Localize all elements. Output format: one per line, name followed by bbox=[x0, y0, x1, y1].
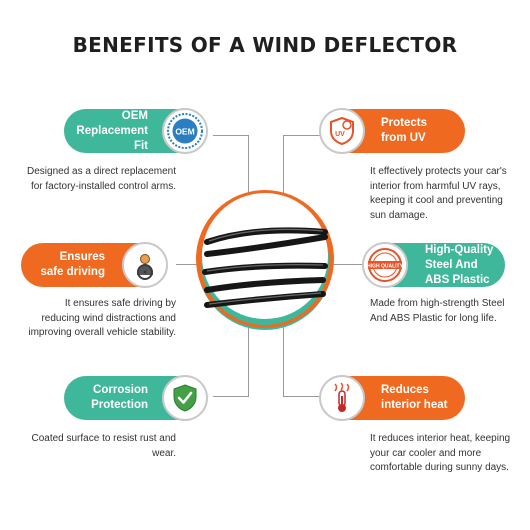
benefit-description: It reduces interior heat, keeping your c… bbox=[370, 433, 511, 473]
benefit-description: Coated surface to resist rust and wear. bbox=[31, 433, 176, 459]
thermometer-heat-icon bbox=[319, 375, 365, 421]
benefit-title: High-Quality Steel And ABS Plastic bbox=[425, 243, 494, 286]
connector-line bbox=[283, 135, 284, 205]
oem-badge-icon: OEM bbox=[162, 108, 208, 154]
connector-line bbox=[283, 325, 284, 397]
benefit-title: Corrosion Protection bbox=[91, 384, 148, 411]
wind-deflector-product-image bbox=[196, 190, 334, 330]
connector-line bbox=[176, 264, 206, 265]
connector-line bbox=[213, 135, 249, 136]
svg-text:UV: UV bbox=[335, 131, 345, 138]
uv-shield-icon: UV bbox=[319, 108, 365, 154]
benefit-description: Designed as a direct replacement for fac… bbox=[27, 166, 176, 192]
connector-line bbox=[248, 135, 249, 205]
connector-line bbox=[323, 264, 365, 265]
quality-stamp-text: HIGH QUALITY bbox=[367, 263, 403, 269]
connector-line bbox=[248, 325, 249, 397]
driver-steering-wheel-icon bbox=[122, 242, 168, 288]
benefit-title: Reduces interior heat bbox=[381, 384, 448, 411]
benefit-description: It effectively protects your car's inter… bbox=[370, 166, 507, 221]
benefit-title: Protects from UV bbox=[381, 117, 428, 144]
benefit-title: Ensures safe driving bbox=[40, 251, 105, 278]
connector-line bbox=[283, 135, 323, 136]
quality-stamp-icon: HIGH QUALITY bbox=[362, 242, 408, 288]
benefit-description: Made from high-strength Steel And ABS Pl… bbox=[370, 298, 505, 324]
benefit-description: It ensures safe driving by reducing wind… bbox=[28, 298, 176, 338]
connector-line bbox=[283, 396, 323, 397]
connector-line bbox=[213, 396, 249, 397]
page-title: BENEFITS OF A WIND DEFLECTOR bbox=[72, 33, 458, 57]
benefit-title: OEM Replacement Fit bbox=[76, 109, 148, 152]
oem-badge-text: OEM bbox=[175, 127, 194, 137]
shield-check-icon bbox=[162, 375, 208, 421]
